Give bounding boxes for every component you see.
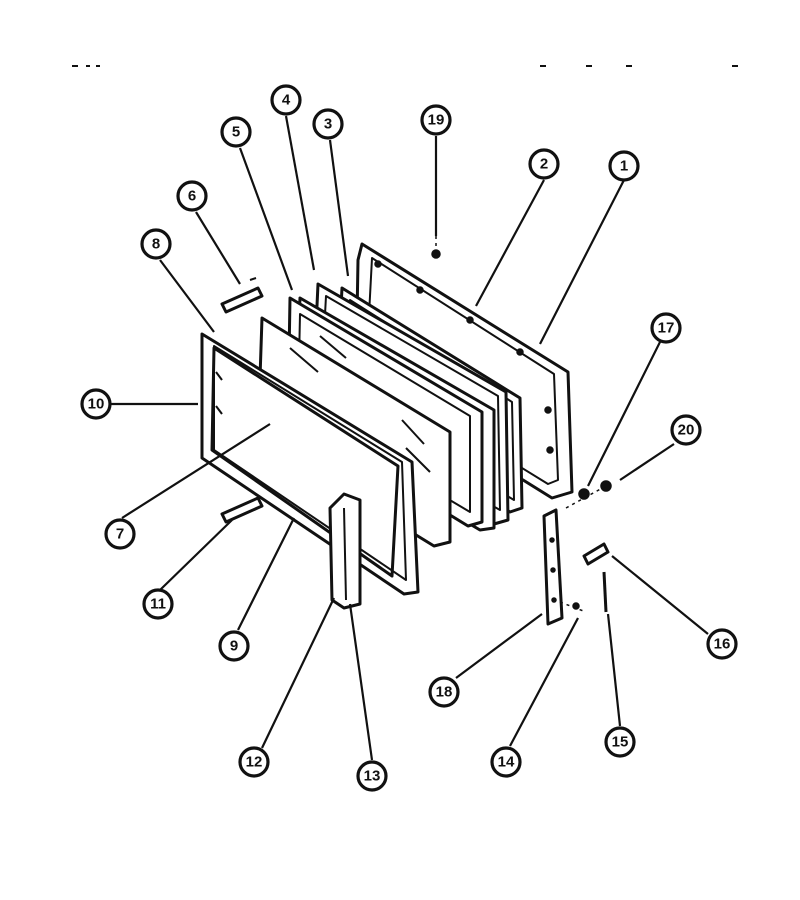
part-18-hinge-plate — [542, 508, 564, 626]
callout-label: 5 — [232, 124, 240, 141]
callout-12: 12 — [238, 746, 270, 778]
callout-label: 10 — [88, 396, 105, 413]
callout-14: 14 — [490, 746, 522, 778]
callout-label: 7 — [116, 526, 124, 543]
part-11-bracket — [220, 496, 264, 524]
callout-label: 17 — [658, 320, 675, 337]
callout-label: 20 — [678, 422, 695, 439]
callout-4: 4 — [270, 84, 302, 116]
callout-label: 13 — [364, 768, 381, 785]
leader-lines — [102, 115, 709, 761]
callout-1: 1 — [608, 150, 640, 182]
callout-label: 6 — [188, 188, 196, 205]
part-10-outer-frame — [200, 332, 420, 596]
callout-2: 2 — [528, 148, 560, 180]
callout-label: 14 — [498, 754, 515, 771]
callout-9: 9 — [218, 630, 250, 662]
callout-18: 18 — [428, 676, 460, 708]
callout-label: 18 — [436, 684, 453, 701]
callout-label: 11 — [150, 596, 166, 613]
callout-label: 8 — [152, 236, 160, 253]
callout-10: 10 — [80, 388, 112, 420]
callout-7: 7 — [104, 518, 136, 550]
part-16-bracket — [582, 542, 610, 566]
callout-label: 2 — [540, 156, 548, 173]
callout-label: 1 — [620, 158, 628, 175]
callout-13: 13 — [356, 760, 388, 792]
callout-11: 11 — [142, 588, 174, 620]
callout-20: 20 — [670, 414, 702, 446]
callout-17: 17 — [650, 312, 682, 344]
callout-15: 15 — [604, 726, 636, 758]
callout-label: 3 — [324, 116, 332, 133]
callout-5: 5 — [220, 116, 252, 148]
callout-16: 16 — [706, 628, 738, 660]
part-15-pin — [602, 571, 608, 613]
part-17-screw — [578, 488, 590, 500]
part-12-13-handle — [328, 492, 362, 610]
assembly-lines — [435, 236, 607, 613]
callout-6: 6 — [176, 180, 208, 212]
callout-label: 16 — [714, 636, 731, 653]
callout-label: 9 — [230, 638, 238, 655]
callout-label: 15 — [612, 734, 629, 751]
callout-19: 19 — [420, 104, 452, 136]
callout-label: 4 — [282, 92, 291, 109]
callout-8: 8 — [140, 228, 172, 260]
callout-label: 19 — [428, 112, 445, 129]
part-6-bracket — [220, 277, 264, 314]
part-20-screw — [600, 480, 612, 492]
callout-3: 3 — [312, 108, 344, 140]
callout-label: 12 — [246, 754, 263, 771]
